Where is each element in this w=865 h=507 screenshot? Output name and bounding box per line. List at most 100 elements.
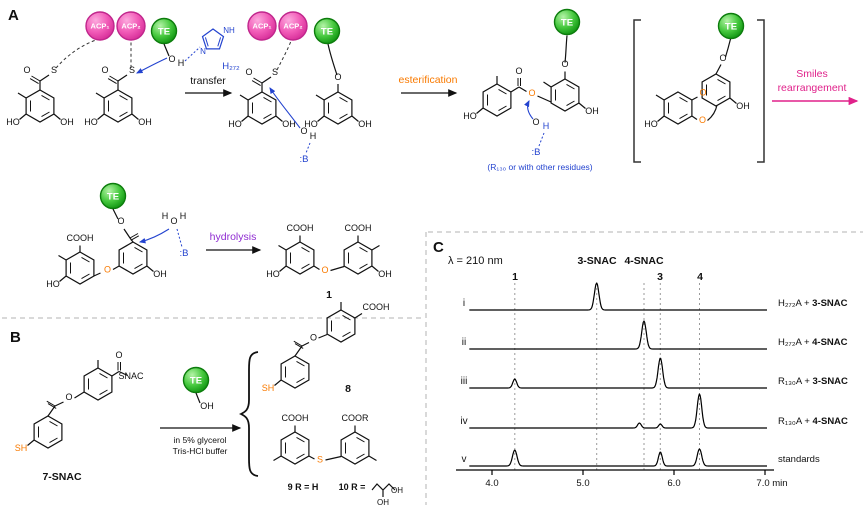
benzene-ring <box>118 241 148 275</box>
his272-residue-label: H₂₇₂ <box>222 61 240 72</box>
glyceryl-chain <box>371 483 396 497</box>
panel-c: C λ = 210 nm 3-SNAC 4-SNAC 1 3 4 i ii ii… <box>433 239 848 489</box>
atom-oh: OH <box>736 101 750 111</box>
bonds <box>278 235 345 272</box>
carbonyl-double-bond <box>129 233 140 241</box>
atom-ho: HO <box>228 119 242 129</box>
atom-cooh: COOH <box>287 223 314 233</box>
carbonyl-o-atom: O <box>101 65 108 75</box>
trace-index-ii: ii <box>462 337 466 348</box>
atom-ho: HO <box>463 111 477 121</box>
ester-o-atom: O <box>65 392 72 402</box>
bond <box>74 391 85 399</box>
mechanism-arrow <box>138 228 170 244</box>
trace-index-i: i <box>463 298 465 309</box>
bridge-bond <box>537 95 552 103</box>
benzene-ring <box>25 89 55 123</box>
glyceryl-oh: OH <box>377 498 389 507</box>
trace-label-iv: R₁₃₀A + 4-SNAC <box>778 416 848 427</box>
new-ester-o-atom: O <box>528 88 535 98</box>
carbonyl-double-bond <box>517 78 521 86</box>
ester-o-to-te-bond <box>327 43 338 76</box>
acp1-circle <box>247 11 277 41</box>
ester-o-to-te-bond <box>564 35 568 63</box>
chromatogram-trace-iv <box>469 393 767 429</box>
bonds <box>543 71 586 109</box>
snac-group-label: SNAC <box>118 371 144 381</box>
r130-note: (R₁₃₀ or with other residues) <box>487 162 592 172</box>
bonds <box>239 76 283 122</box>
panel-b: B SH O O SNAC 7-SNAC TE OH in 5% glycero… <box>10 302 403 507</box>
atom-ho: HO <box>46 279 60 289</box>
acp2-domain-badge: ACP₂ <box>116 11 146 41</box>
bonds <box>97 360 128 377</box>
bonds <box>315 84 359 122</box>
x-tick-label: 7.0 min <box>756 478 787 489</box>
atom-oh: OH <box>60 117 74 127</box>
benzene-ring <box>280 355 310 389</box>
imidazole-nh-atom: NH <box>223 26 235 35</box>
thiol-sh-atom: SH <box>15 443 28 453</box>
atom-ho: HO <box>304 119 318 129</box>
bonds <box>17 74 61 120</box>
chromatogram-trace-v <box>469 448 767 467</box>
bonds <box>357 235 380 272</box>
acp2-label: ACP₂ <box>283 22 302 31</box>
general-base-label: :B <box>300 154 309 165</box>
thioester-s-atom: S <box>272 67 278 77</box>
smiles-label-line2: rearrangement <box>778 82 847 94</box>
carbonyl-o-atom: O <box>115 350 122 360</box>
benzene-ring <box>285 241 315 275</box>
te-domain-badge: TE <box>717 12 745 40</box>
te-label: TE <box>725 22 737 33</box>
acp2-circle <box>116 11 146 41</box>
te-domain-badge: TE <box>99 182 127 210</box>
x-tick-label: 4.0 <box>485 478 498 489</box>
trace-index-v: v <box>462 454 467 465</box>
hydrogen-bond-to-his <box>184 46 201 62</box>
phenol-h-atom: H <box>543 121 550 131</box>
carbonyl-o-atom: O <box>23 65 30 75</box>
acp1-label: ACP₁ <box>91 22 110 31</box>
bonds <box>476 76 527 114</box>
acp2-circle <box>278 11 308 41</box>
transfer-step: transfer <box>185 75 233 97</box>
products-brace <box>238 351 259 477</box>
te-label: TE <box>561 18 573 29</box>
te-bound-depside: O OH O COOH HO <box>46 208 167 289</box>
ester-o-to-te-bond <box>724 38 732 58</box>
bonds <box>95 74 139 120</box>
bracketed-intermediate: TE HO O O O OH <box>633 12 765 163</box>
atom-ho: HO <box>266 269 280 279</box>
peak-header-3snac: 3-SNAC <box>577 255 617 267</box>
atom-ho: HO <box>644 119 658 129</box>
attacking-phenol: O H :B <box>269 87 316 165</box>
acp2-domain-badge: ACP₂ <box>278 11 308 41</box>
trace-label-iii: R₁₃₀A + 3-SNAC <box>778 376 848 387</box>
atom-ho: HO <box>84 117 98 127</box>
condition-line2: Tris-HCl buffer <box>173 446 228 456</box>
glyceryl-oh: OH <box>391 486 403 495</box>
ester-o-atom: O <box>117 216 124 226</box>
bonds <box>354 425 377 462</box>
atom-cooh: COOH <box>345 223 372 233</box>
ester-o-atom: O <box>310 333 317 343</box>
compound-8-structure: SH O COOH 8 <box>262 302 390 395</box>
bond <box>325 455 342 461</box>
spiro-o-atom: O <box>699 115 706 125</box>
trace-label-ii: H₂₇₂A + 4-SNAC <box>778 337 848 348</box>
x-tick-label: 5.0 <box>576 478 589 489</box>
right-bracket <box>757 19 765 163</box>
carbonyl-double-bond <box>29 75 41 85</box>
imidazole-ring <box>201 28 225 50</box>
bond <box>195 392 201 404</box>
trace-label-v: standards <box>778 454 820 465</box>
thioester-s-atom: S <box>129 65 135 75</box>
water-o-atom: O <box>170 216 177 226</box>
acp1-domain-badge: ACP₁ <box>247 11 277 41</box>
smiles-step: Smiles rearrangement <box>772 68 859 106</box>
te-label: TE <box>190 376 202 387</box>
x-tick-label: 6.0 <box>667 478 680 489</box>
atom-oh: OH <box>358 119 372 129</box>
